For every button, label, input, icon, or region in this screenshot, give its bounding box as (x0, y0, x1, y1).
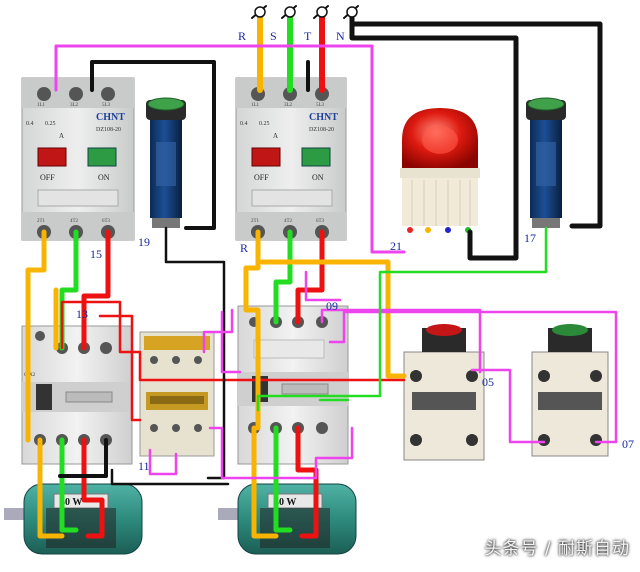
breaker-2-model: DZ108-20 (309, 127, 334, 133)
phase-s-label: S (270, 29, 277, 43)
node-21-label: 21 (390, 239, 402, 253)
breaker-1-l1: 1L1 (37, 103, 46, 108)
phase-r-label: R (238, 29, 246, 43)
breaker-1-rating-left: 0.4 (26, 121, 34, 127)
wire-neutral-bus (349, 9, 603, 229)
breaker-2-rating-left: 0.4 (240, 121, 248, 127)
breaker-2-l1: 1L1 (251, 103, 260, 108)
breaker-1-on: ON (98, 173, 110, 182)
breaker-2-rating-right: 0.25 (259, 121, 270, 127)
breaker-2-t1: 2T1 (251, 219, 260, 224)
breaker-2-l2: 3L2 (284, 103, 293, 108)
motor-1: 40 W (4, 483, 143, 555)
watermark: 头条号 / 耐斯自动 (484, 539, 630, 559)
phase-t-label: T (304, 29, 312, 43)
wires (25, 5, 618, 539)
motor-2-plate: 40 W (274, 497, 296, 508)
breaker-2-unit: A (273, 132, 278, 140)
breaker-2-off: OFF (254, 173, 269, 182)
node-13-label: 13 (76, 307, 88, 321)
breaker-2-t2: 4T2 (284, 219, 293, 224)
node-11-label: 11 (138, 459, 150, 473)
breaker-1-t2: 4T2 (70, 219, 79, 224)
breaker-1-t3: 6T3 (102, 219, 111, 224)
breaker-1: 0.4 0.25 A CHNT DZ108-20 OFF ON 2T1 4T2 … (21, 77, 135, 241)
breaker-1-unit: A (59, 132, 64, 140)
breaker-1-rating-right: 0.25 (45, 121, 56, 127)
breaker-2-on: ON (312, 173, 324, 182)
breaker-1-l3: 5L3 (102, 103, 111, 108)
node-19-label: 19 (138, 235, 150, 249)
node-15-label: 15 (90, 247, 102, 261)
breaker-1-off: OFF (40, 173, 55, 182)
indicator-lamp-1 (146, 97, 186, 228)
breaker-2-brand: CHNT (309, 112, 338, 123)
breaker-2-l3: 5L3 (316, 103, 325, 108)
thermal-relay (139, 331, 215, 457)
breaker-1-model: DZ108-20 (96, 127, 121, 133)
node-09-label: 09 (326, 299, 338, 313)
motor-2: 40 W (218, 483, 357, 555)
node-05-label: 05 (482, 375, 494, 389)
node-17-label: 17 (524, 231, 536, 245)
breaker-1-t1: 2T1 (37, 219, 46, 224)
labels: R S T N 13 15 19 21 17 09 05 07 11 R (76, 29, 634, 473)
phase-n-label: N (336, 29, 345, 43)
breaker-2-t3: 6T3 (316, 219, 325, 224)
indicator-lamp-2 (526, 97, 566, 228)
warning-beacon (400, 108, 480, 233)
motor-1-plate: 40 W (60, 497, 82, 508)
breaker-1-l2: 3L2 (70, 103, 79, 108)
breaker-2: 0.4 0.25 A CHNT DZ108-20 OFF ON 2T1 4T2 … (235, 77, 347, 241)
stop-push-button (403, 324, 485, 461)
start-push-button (531, 324, 609, 457)
breaker-2-r-label: R (240, 241, 248, 255)
node-07-label: 07 (622, 437, 634, 451)
breaker-1-brand: CHNT (96, 112, 125, 123)
